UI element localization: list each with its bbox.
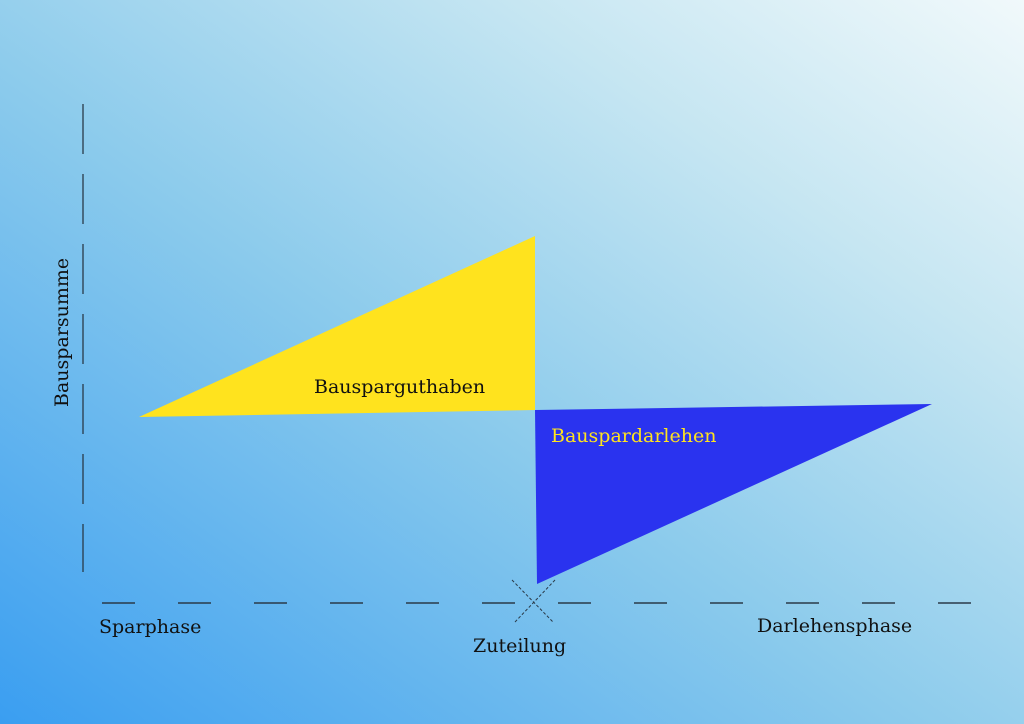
savings-triangle [139,236,535,417]
phase-label-sparphase: Sparphase [99,616,201,638]
zuteilung-cross-line-1 [511,579,554,623]
phase-label-zuteilung: Zuteilung [473,635,566,657]
y-axis-label: Bausparsumme [51,258,73,407]
loan-label: Bauspardarlehen [551,425,716,447]
loan-triangle [535,404,932,584]
phase-label-darlehensphase: Darlehensphase [757,615,912,637]
zuteilung-cross-line-2 [514,579,556,623]
savings-label: Bausparguthaben [314,376,485,398]
